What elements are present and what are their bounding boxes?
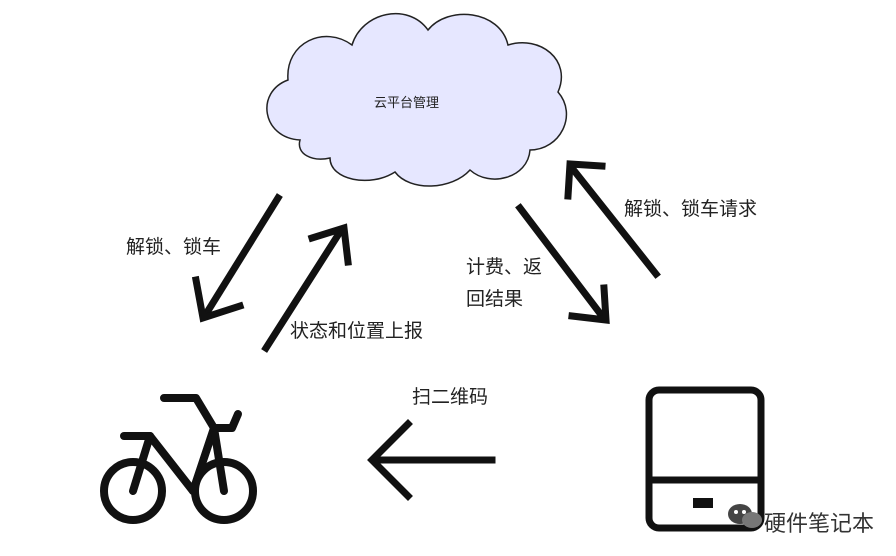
wechat-icon — [728, 504, 762, 528]
scan-qr-arrowhead — [367, 419, 413, 501]
billing-label-line2: 回结果 — [466, 288, 524, 310]
unlock-lock-label: 解锁、锁车 — [126, 236, 222, 258]
cloud-shape — [266, 13, 568, 187]
unlock-lock-arrow — [201, 193, 283, 319]
billing-label-line1: 计费、返 — [466, 256, 543, 278]
unlock-request-arrow — [567, 163, 661, 279]
scan-qr-label: 扫二维码 — [412, 386, 489, 408]
billing-arrowhead — [568, 284, 610, 324]
unlock-request-label: 解锁、锁车请求 — [624, 198, 758, 220]
status-report-label: 状态和位置上报 — [290, 320, 424, 342]
billing-arrow — [515, 203, 607, 321]
status-report-arrow — [261, 227, 345, 353]
unlock-request-arrowhead — [564, 160, 606, 200]
bicycle-icon — [100, 394, 257, 524]
unlock-lock-arrowhead — [191, 275, 245, 323]
cloud-label: 云平台管理 — [374, 96, 440, 111]
watermark: 硬件笔记本 — [730, 506, 874, 538]
phone-icon — [645, 386, 765, 532]
watermark-text: 硬件笔记本 — [763, 512, 874, 537]
status-report-arrowhead — [307, 223, 352, 266]
